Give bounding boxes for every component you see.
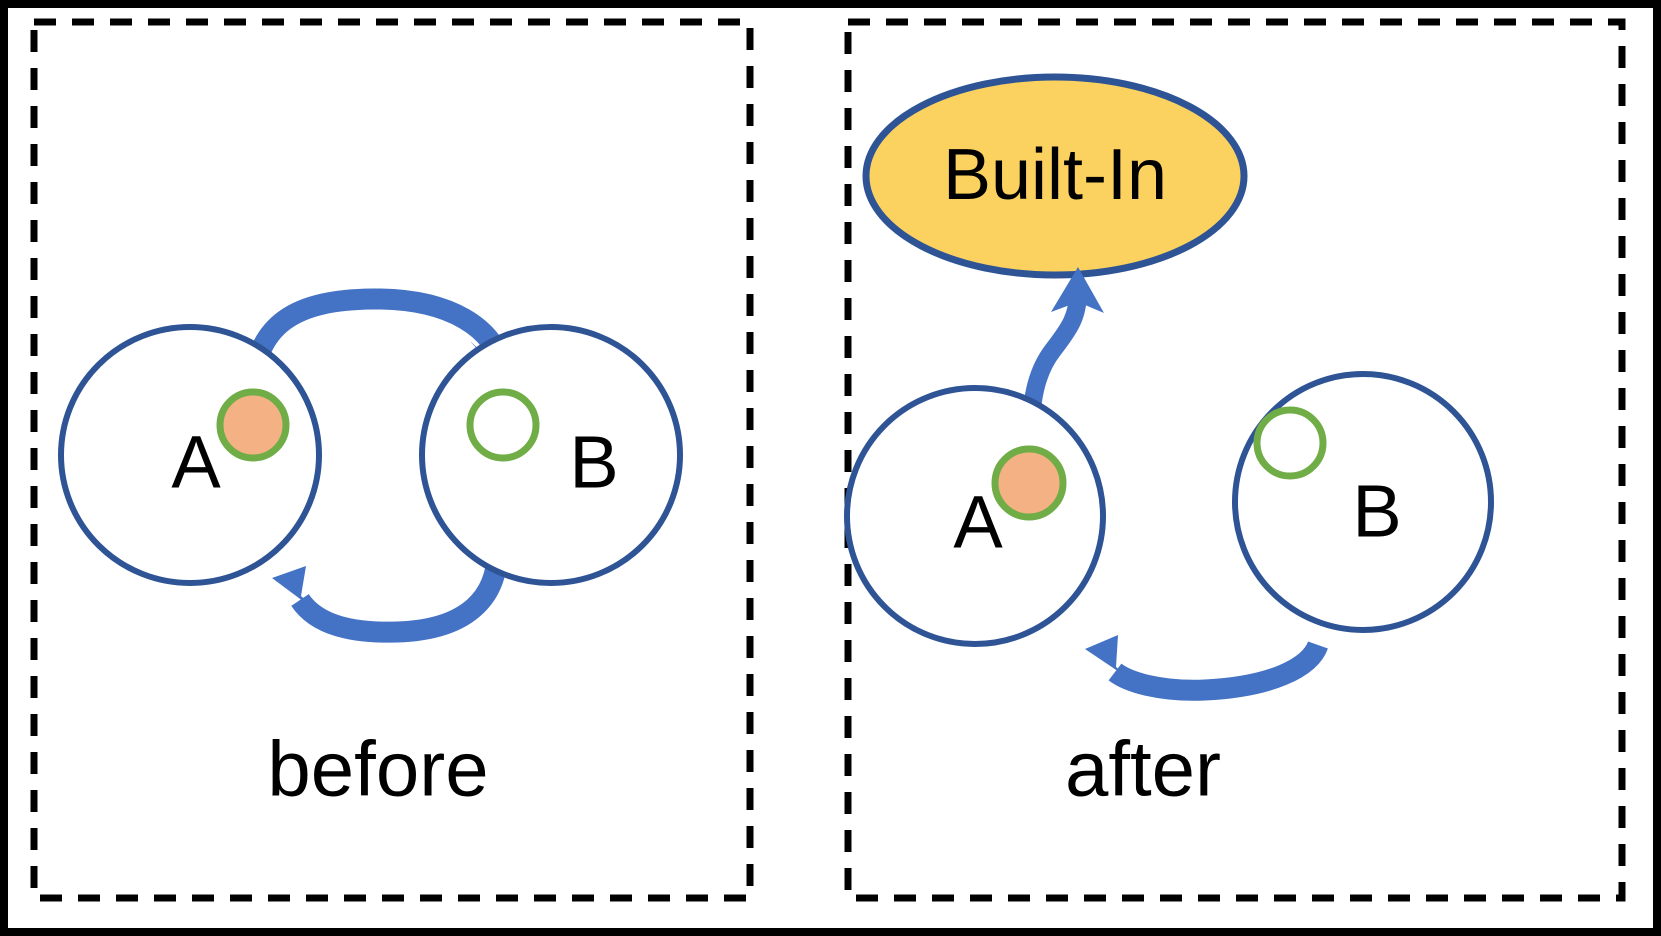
node-before-b[interactable]: B <box>419 324 683 586</box>
edge-before-b-to-a <box>272 544 508 643</box>
edge-before-b-to-a-shaft <box>291 544 508 643</box>
panel-before-caption: before <box>267 725 488 813</box>
node-after-builtin[interactable]: Built-In <box>862 73 1248 279</box>
node-after-b-empty-slot-icon[interactable] <box>1253 406 1327 480</box>
node-before-b-label: B <box>569 421 618 504</box>
node-before-a-orange-slot-icon[interactable] <box>216 388 290 462</box>
edge-after-b-to-a <box>1085 635 1328 701</box>
panel-before-dashed-border <box>30 18 754 902</box>
edge-after-b-to-a-arrowhead <box>1085 635 1143 688</box>
panel-after-dashed-border <box>844 18 1626 902</box>
node-after-b-label: B <box>1352 470 1401 553</box>
node-after-b[interactable]: B <box>1232 371 1494 633</box>
panel-after: Built-In A B <box>844 18 1626 902</box>
node-before-a[interactable]: A <box>58 324 322 586</box>
node-after-builtin-label: Built-In <box>943 135 1167 215</box>
edge-before-b-to-a-arrowhead <box>272 566 327 619</box>
edge-before-a-to-b-shaft <box>241 288 514 401</box>
node-after-a-orange-slot-icon[interactable] <box>991 445 1067 521</box>
node-after-builtin-ellipse[interactable] <box>862 73 1248 279</box>
edge-after-a-to-builtin-arrowhead <box>1051 267 1104 313</box>
node-before-b-circle[interactable] <box>419 324 683 586</box>
panel-before: A B before <box>30 18 754 902</box>
node-before-a-label: A <box>171 421 221 504</box>
panel-after-caption: after <box>1065 725 1221 813</box>
node-before-b-empty-slot-icon[interactable] <box>466 388 540 462</box>
node-after-a[interactable]: A <box>844 385 1106 647</box>
